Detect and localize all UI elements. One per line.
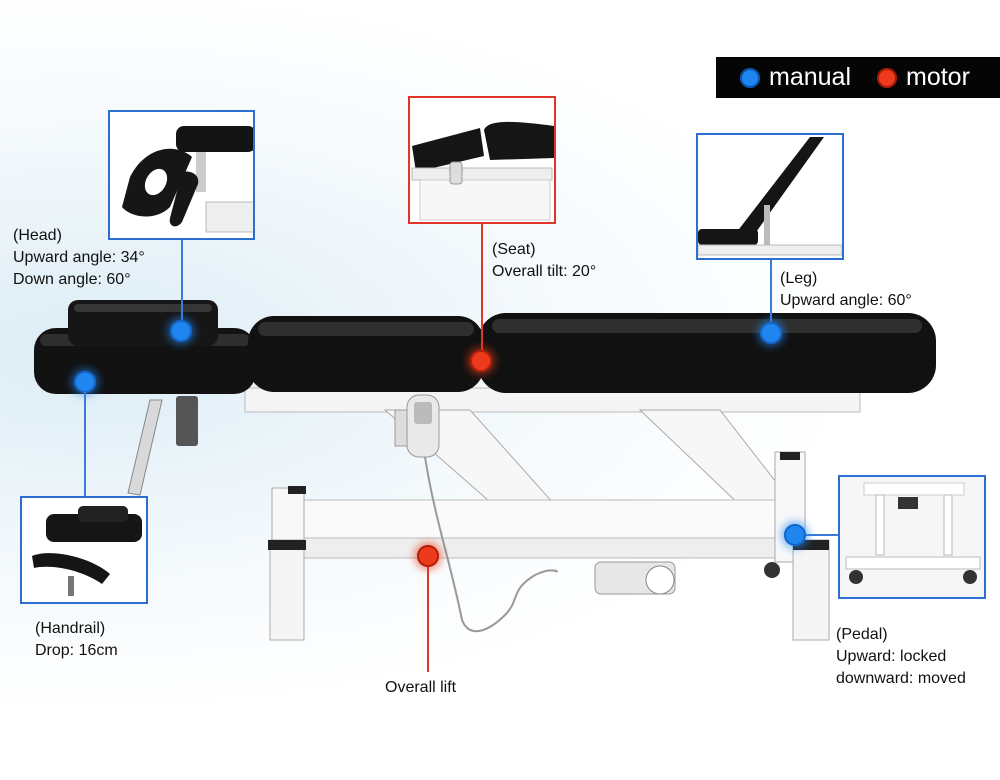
head-pillow-highlight [74, 304, 212, 312]
head-pillow-marker [170, 320, 192, 342]
seat-callout: (Seat) Overall tilt: 20° [492, 239, 596, 283]
handrail-detail-inset [20, 496, 148, 604]
right-lift-arm [638, 409, 791, 511]
leg-cushion-highlight [492, 319, 922, 333]
handrail-line1: Drop: 16cm [35, 642, 118, 659]
base-crossbar [299, 499, 791, 539]
seat-detail-inset [408, 96, 556, 224]
controller-cable [424, 456, 558, 633]
head-detail-inset [108, 110, 255, 240]
head-leader-line [181, 240, 183, 330]
left-foot-cap [268, 540, 306, 550]
caster-wheel [764, 562, 780, 578]
legend-motor: motor [877, 63, 970, 92]
pedal-line1: Upward: locked [836, 648, 947, 665]
legend-motor-label: motor [906, 63, 970, 91]
head-title: (Head) [13, 227, 62, 244]
leg-line1: Upward angle: 60° [780, 292, 912, 309]
legend-manual-label: manual [769, 63, 851, 91]
seat-title: (Seat) [492, 241, 536, 258]
handrail-title: (Handrail) [35, 620, 106, 637]
legend: manual motor [716, 57, 1000, 98]
legend-manual: manual [740, 63, 851, 92]
lift-callout: Overall lift [385, 677, 456, 699]
base-left-foot [269, 539, 305, 641]
seat-line1: Overall tilt: 20° [492, 263, 597, 280]
leg-leader-line [770, 260, 772, 332]
seat-leader-line [481, 224, 483, 354]
head-support-bracket [176, 396, 198, 446]
seat-marker [470, 350, 492, 372]
manual-dot-icon [740, 67, 760, 88]
pedal-leader-line [805, 534, 838, 536]
head-section-marker [74, 371, 96, 393]
lift-leader-line [427, 567, 429, 672]
right-foot-cap [793, 540, 829, 550]
pedal-line2: downward: moved [836, 670, 966, 687]
left-post-cap [288, 486, 306, 494]
head-line2: Down angle: 60° [13, 271, 131, 288]
right-post-cap [780, 452, 800, 460]
leg-callout: (Leg) Upward angle: 60° [780, 268, 912, 312]
seat-detail-illustration [411, 121, 554, 221]
handrail-detail-illustration [32, 506, 142, 596]
head-callout: (Head) Upward angle: 34° Down angle: 60° [13, 225, 145, 291]
handrail-callout: (Handrail) Drop: 16cm [35, 618, 118, 662]
base-right-foot [792, 539, 830, 641]
base-lower-bar [299, 537, 801, 559]
pedal-marker [784, 524, 806, 546]
motor-wheel [645, 565, 675, 595]
handrail-leader-line [84, 392, 86, 496]
lift-title: Overall lift [385, 679, 457, 696]
pedal-detail-inset [838, 475, 986, 599]
hand-controller-buttons [414, 402, 432, 424]
pedal-detail-illustration [840, 477, 984, 597]
leg-detail-illustration [698, 137, 842, 256]
head-detail-illustration [122, 126, 253, 233]
lift-marker [417, 545, 439, 567]
motor-dot-icon [877, 67, 897, 88]
leg-detail-inset [696, 133, 844, 260]
head-support-strut [127, 399, 163, 496]
leg-title: (Leg) [780, 270, 818, 287]
pedal-title: (Pedal) [836, 626, 888, 643]
leg-marker [760, 322, 782, 344]
pedal-callout: (Pedal) Upward: locked downward: moved [836, 624, 966, 690]
head-line1: Upward angle: 34° [13, 249, 145, 266]
seat-cushion-highlight [258, 322, 474, 336]
